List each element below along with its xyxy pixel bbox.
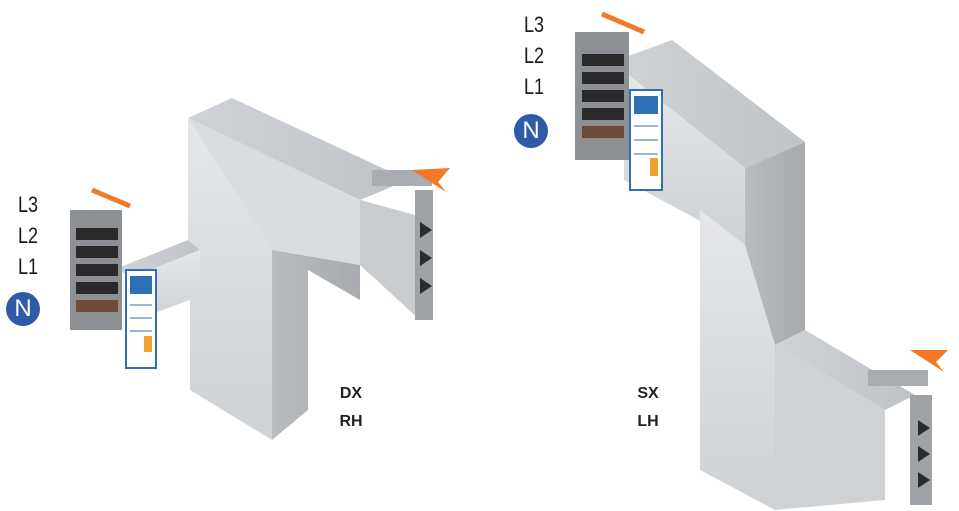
rh-body-top [188,98,408,200]
lh-upper-arm-top [612,40,805,168]
lh-flag-marker [910,350,948,372]
lh-product-label [629,89,663,191]
lh-neutral-label: N [522,117,540,144]
rh-upper-front [188,118,360,265]
rh-variant-hand: RH [339,413,363,430]
rh-phase-marker [91,187,131,209]
rh-neutral-label: N [14,295,32,322]
rh-inner-side [272,250,360,440]
lh-phase-marker [601,11,645,35]
rh-upper-arm-front [360,200,420,320]
lh-phase-l1: L1 [524,74,545,99]
lh-phase-l3: L3 [524,12,545,37]
lh-right-terminals [918,420,930,488]
lh-variant-hand: LH [637,413,659,430]
rh-phase-l2: L2 [18,223,39,248]
lh-z-element [575,32,932,510]
lh-phase-l2: L2 [524,43,545,68]
lh-lower-arm-top [775,330,915,410]
rh-phase-l3: L3 [18,192,39,217]
lh-neutral-badge: N [514,114,548,148]
lh-body-side [745,142,805,345]
rh-z-element [70,98,433,440]
rh-phase-l1: L1 [18,254,39,279]
rh-product-label [125,269,157,369]
lh-variant-code: SX [637,385,659,402]
rh-variant-code: DX [339,385,363,402]
rh-right-terminals [420,222,432,294]
rh-neutral-badge: N [6,292,40,326]
lh-left-busbars [582,54,624,138]
rh-lower-arm-top [118,240,200,278]
lh-body-front [700,210,775,510]
rh-left-busbars [76,228,118,312]
rh-flag-marker [412,168,450,192]
lh-lower-arm-front [775,345,885,510]
rh-body-front [188,118,272,440]
